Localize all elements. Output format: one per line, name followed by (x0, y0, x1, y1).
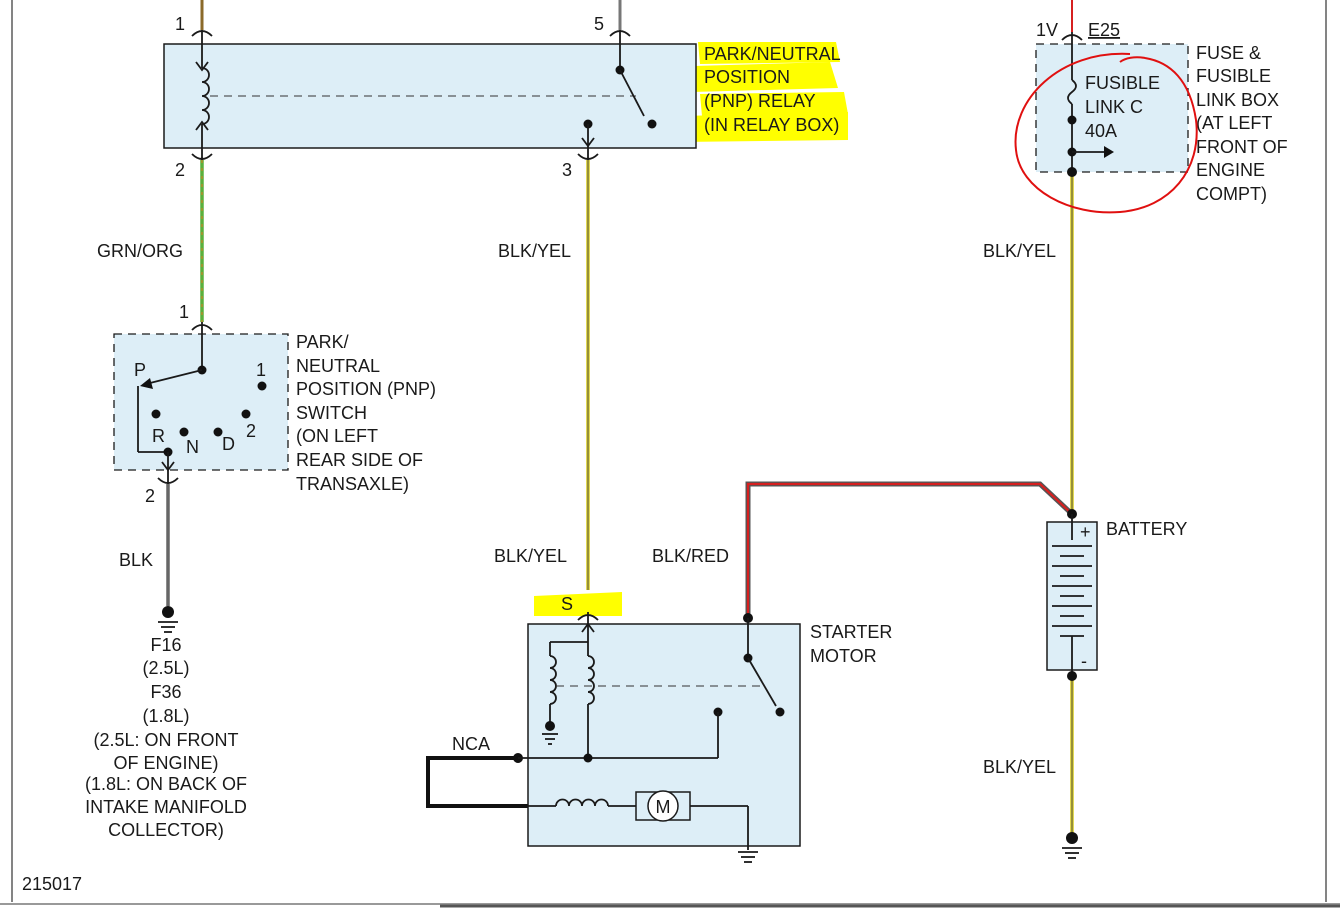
ground-label-line: INTAKE MANIFOLD (85, 797, 247, 817)
motor-symbol-label: M (656, 797, 671, 817)
switch-position-2: 2 (246, 421, 256, 441)
battery-minus-label: - (1081, 651, 1087, 671)
relay-label-line: (PNP) RELAY (704, 91, 816, 111)
fuse-box-label-line: COMPT) (1196, 184, 1267, 204)
ground-left-description: F16 (2.5L) F36 (1.8L) (2.5L: ON FRONT OF… (85, 635, 247, 840)
switch-position-r: R (152, 426, 165, 446)
pnp-switch (113, 322, 289, 484)
fuse-box-label-line: FUSIBLE (1196, 66, 1271, 86)
switch-pin-2-label: 2 (145, 486, 155, 506)
connector-e25-label: E25 (1088, 20, 1120, 40)
battery-label: BATTERY (1106, 519, 1187, 539)
ground-label-line: (1.8L: ON BACK OF (85, 774, 247, 794)
pnp-relay (163, 30, 697, 160)
wire-label-blk-yel: BLK/YEL (498, 241, 571, 261)
fuse-box-label-line: FUSE & (1196, 43, 1261, 63)
relay-label-line: PARK/NEUTRAL (704, 44, 841, 64)
ground-label-line: OF ENGINE) (113, 753, 218, 773)
ground-label-line: COLLECTOR) (108, 820, 224, 840)
starter-label-line: STARTER (810, 622, 892, 642)
fusible-link-label: LINK C (1085, 97, 1143, 117)
ground-label-line: F36 (150, 682, 181, 702)
red-circle-annotation (1014, 52, 1198, 214)
switch-label-line: REAR SIDE OF (296, 450, 423, 470)
ground-label-line: (2.5L: ON FRONT (93, 730, 238, 750)
fuse-box-label-line: LINK BOX (1196, 90, 1279, 110)
wire-label-blk: BLK (119, 550, 153, 570)
wire-label-blk-yel: BLK/YEL (494, 546, 567, 566)
nca-label: NCA (452, 734, 490, 754)
switch-label-line: (ON LEFT (296, 426, 378, 446)
diagram-id: 215017 (22, 874, 82, 894)
switch-label-line: POSITION (PNP) (296, 379, 436, 399)
ground-symbol (158, 606, 178, 633)
switch-label-line: TRANSAXLE) (296, 474, 409, 494)
switch-position-n: N (186, 437, 199, 457)
ground-label-line: (2.5L) (142, 658, 189, 678)
battery-plus-label: + (1080, 522, 1091, 542)
wire-label-grn-org: GRN/ORG (97, 241, 183, 261)
starter-terminal-s-label: S (561, 594, 573, 614)
switch-position-p: P (134, 360, 146, 380)
switch-label-line: SWITCH (296, 403, 367, 423)
fuse-box (1035, 32, 1189, 177)
starter-description: STARTER MOTOR (810, 622, 892, 666)
switch-pin-1-label: 1 (179, 302, 189, 322)
relay-pin-2-label: 2 (175, 160, 185, 180)
fuse-box-label-line: ENGINE (1196, 160, 1265, 180)
relay-pin-5-label: 5 (594, 14, 604, 34)
fuse-box-label-line: FRONT OF (1196, 137, 1288, 157)
ground-symbol-battery (1062, 832, 1082, 859)
switch-position-1: 1 (256, 360, 266, 380)
yellow-highlights (534, 42, 848, 616)
starter-label-line: MOTOR (810, 646, 877, 666)
wire-label-blk-yel: BLK/YEL (983, 241, 1056, 261)
fusible-link-label: FUSIBLE (1085, 73, 1160, 93)
relay-pin-1-label: 1 (175, 14, 185, 34)
switch-label-line: NEUTRAL (296, 356, 380, 376)
switch-description: PARK/ NEUTRAL POSITION (PNP) SWITCH (ON … (296, 332, 436, 494)
fusible-link-label: 40A (1085, 121, 1117, 141)
fuse-pin-label: 1V (1036, 20, 1058, 40)
ground-label-line: (1.8L) (142, 706, 189, 726)
relay-label-line: POSITION (704, 67, 790, 87)
battery (1046, 509, 1098, 681)
wire-label-blk-red: BLK/RED (652, 546, 729, 566)
relay-label-line: (IN RELAY BOX) (704, 115, 839, 135)
wire-label-blk-yel: BLK/YEL (983, 757, 1056, 777)
starter-motor (513, 612, 801, 863)
relay-pin-3-label: 3 (562, 160, 572, 180)
switch-label-line: PARK/ (296, 332, 349, 352)
wires (166, 0, 1074, 834)
relay-description: PARK/NEUTRAL POSITION (PNP) RELAY (IN RE… (704, 44, 841, 135)
fuse-box-label-line: (AT LEFT (1196, 113, 1272, 133)
fuse-box-description: FUSE & FUSIBLE LINK BOX (AT LEFT FRONT O… (1196, 43, 1288, 204)
switch-position-d: D (222, 434, 235, 454)
ground-label-line: F16 (150, 635, 181, 655)
